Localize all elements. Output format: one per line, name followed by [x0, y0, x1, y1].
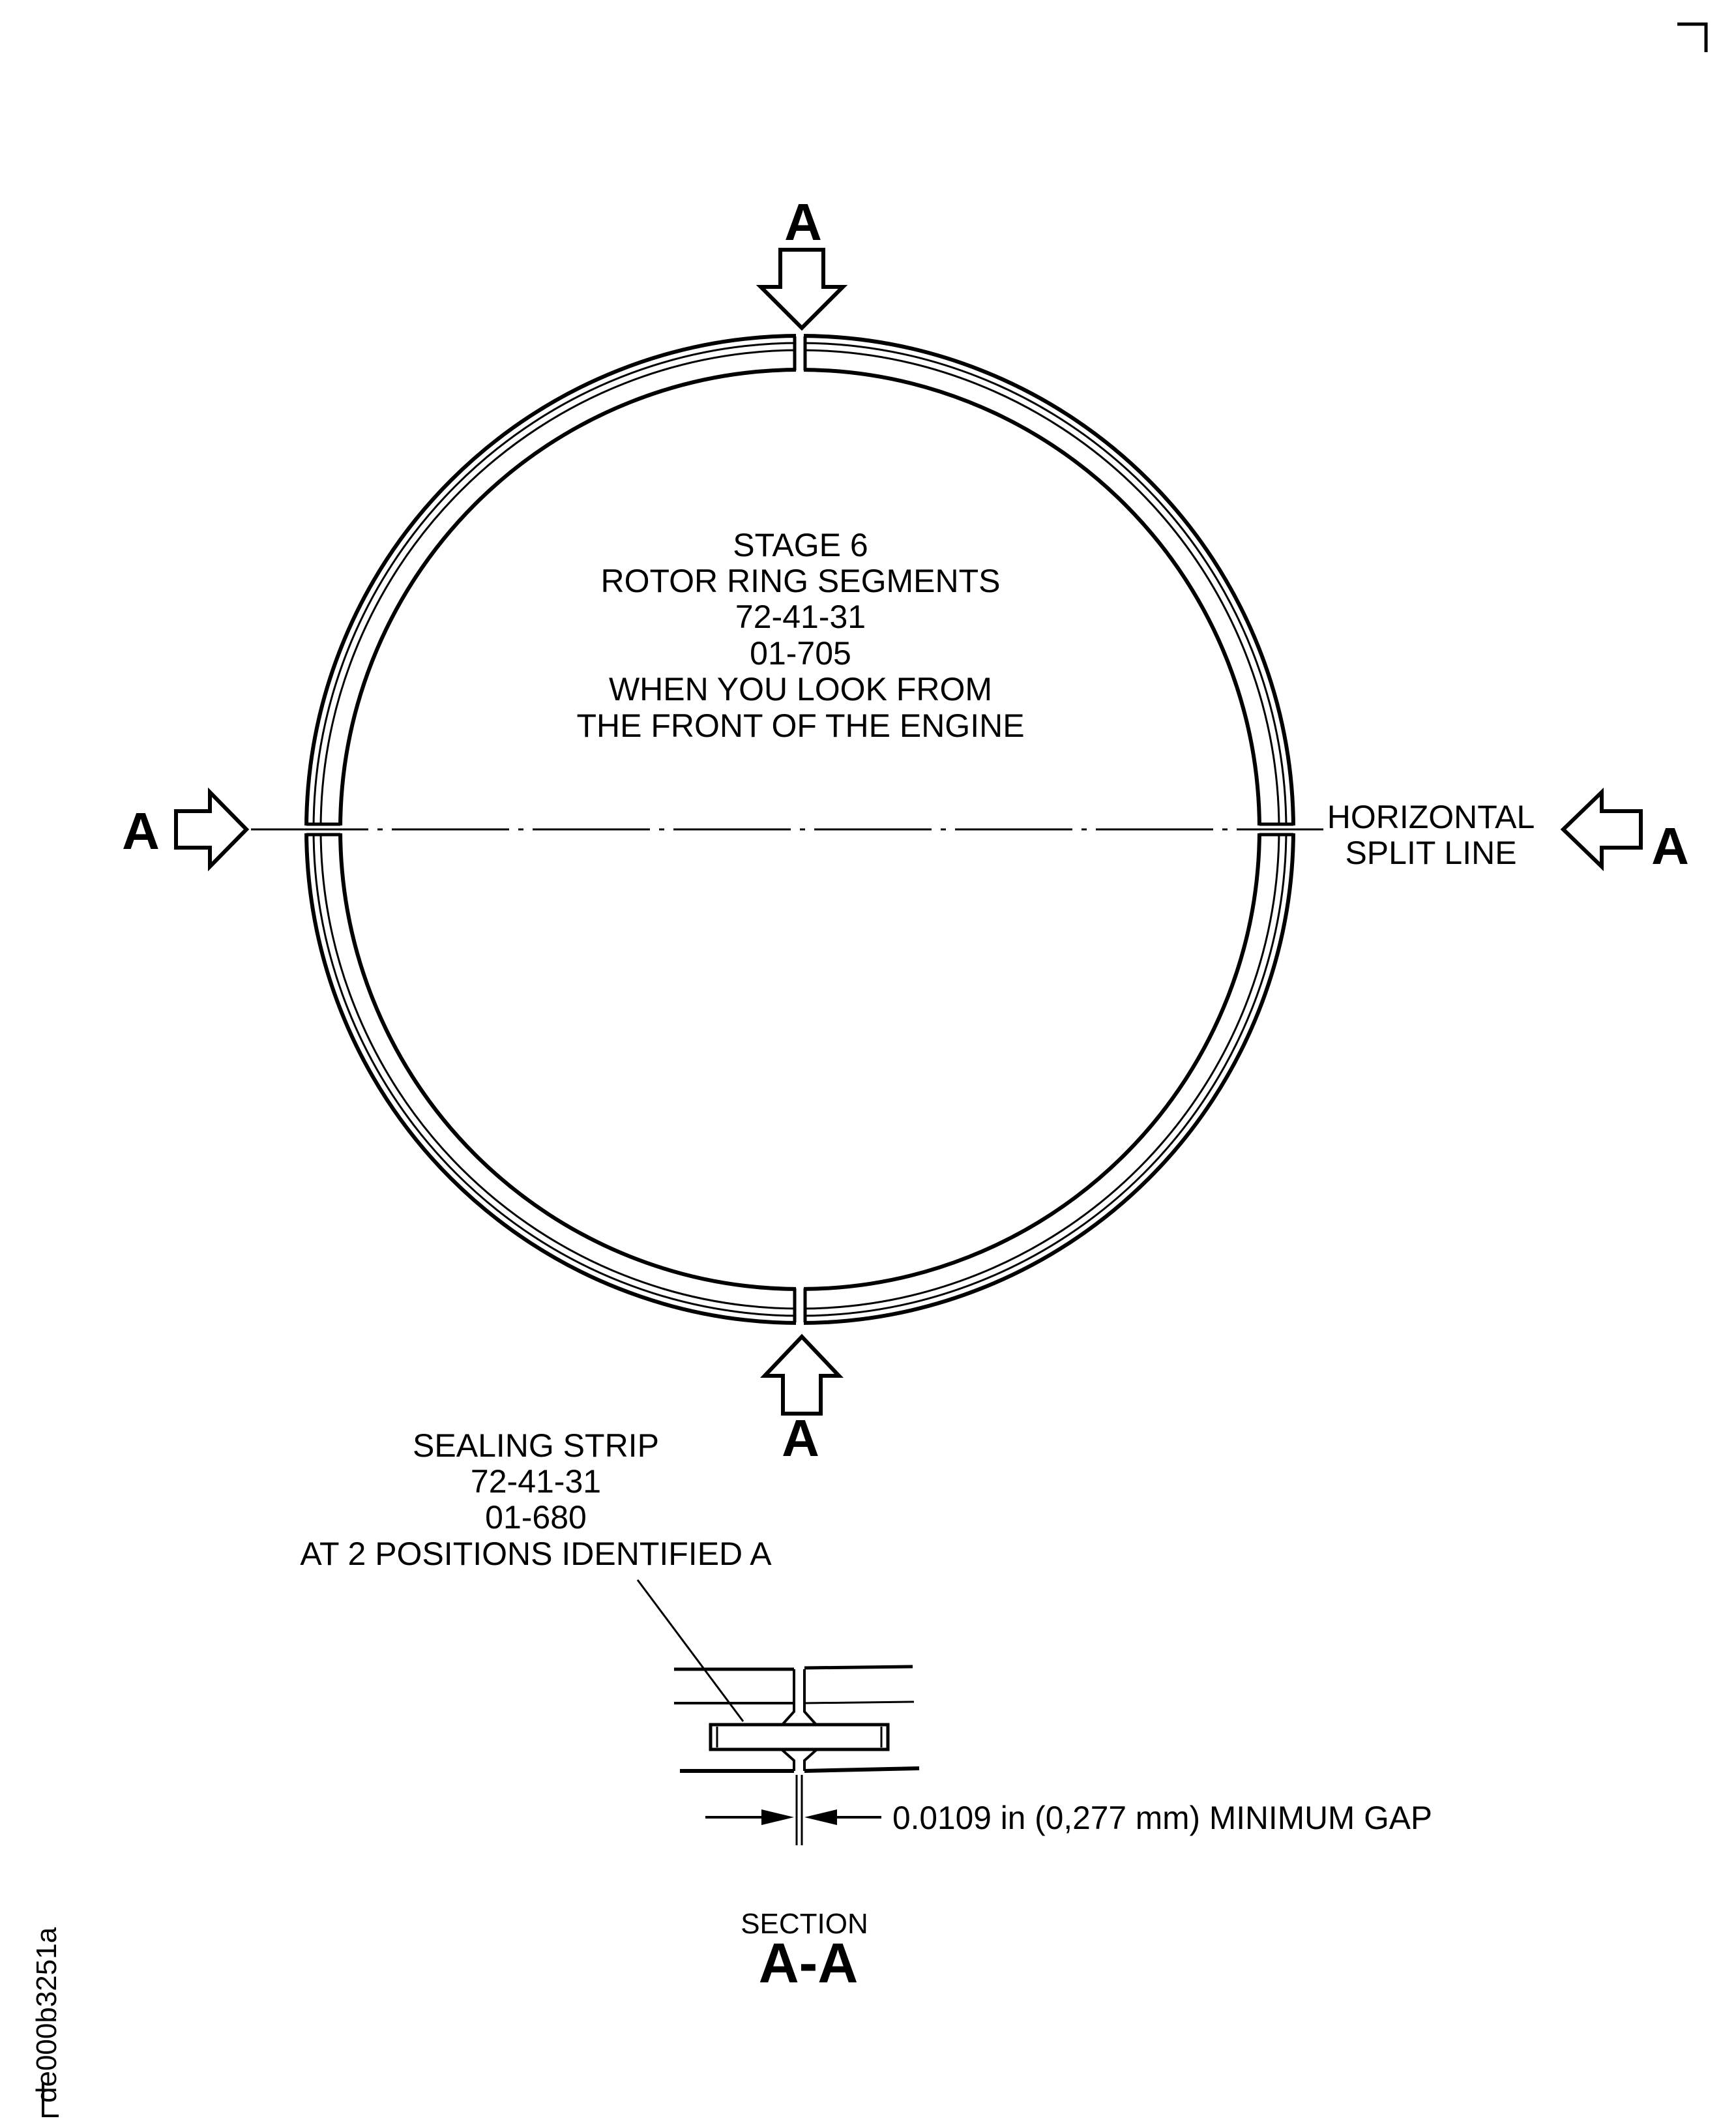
arrow-right: [1560, 787, 1643, 872]
center-label-line: STAGE 6: [733, 527, 868, 563]
view-marker-right: A: [1651, 817, 1689, 875]
dimension-arrow-left: [761, 1809, 794, 1825]
center-label-line: THE FRONT OF THE ENGINE: [576, 707, 1024, 744]
sealing-strip-label-line: AT 2 POSITIONS IDENTIFIED A: [300, 1536, 772, 1572]
view-marker-top: A: [784, 193, 822, 251]
center-label: STAGE 6 ROTOR RING SEGMENTS 72-41-31 01-…: [576, 527, 1024, 744]
arrow-top: [756, 248, 848, 331]
center-label-line: 01-705: [750, 635, 851, 672]
sealing-strip-label-line: 01-680: [485, 1499, 587, 1536]
sealing-strip-label-line: SEALING STRIP: [413, 1427, 659, 1464]
split-line-label-line: SPLIT LINE: [1345, 835, 1516, 871]
view-marker-bottom: A: [782, 1409, 819, 1467]
section-a-a-detail: [674, 1665, 920, 1845]
split-line-label: HORIZONTAL SPLIT LINE: [1327, 799, 1535, 871]
dimension-arrow-right: [804, 1809, 837, 1825]
sealing-strip-label: SEALING STRIP 72-41-31 01-680 AT 2 POSIT…: [300, 1427, 772, 1572]
corner-mark-bottom-left: [42, 2083, 59, 2117]
view-marker-left: A: [122, 802, 160, 860]
section-id: A-A: [759, 1932, 859, 1995]
figure-id: de000b3251a: [31, 1927, 63, 2103]
center-label-line: ROTOR RING SEGMENTS: [600, 563, 1000, 599]
center-label-line: WHEN YOU LOOK FROM: [609, 671, 992, 707]
center-label-line: 72-41-31: [735, 599, 866, 635]
section-title: SECTION: [741, 1908, 868, 1940]
corner-mark-top-right: [1677, 22, 1708, 52]
split-line-label-line: HORIZONTAL: [1327, 799, 1535, 835]
leader-line: [636, 1579, 744, 1722]
gap-dimension: 0.0109 in (0,277 mm) MINIMUM GAP: [892, 1800, 1432, 1836]
sealing-strip-label-line: 72-41-31: [471, 1463, 601, 1500]
arrow-left: [174, 787, 250, 872]
arrow-bottom: [760, 1333, 844, 1416]
